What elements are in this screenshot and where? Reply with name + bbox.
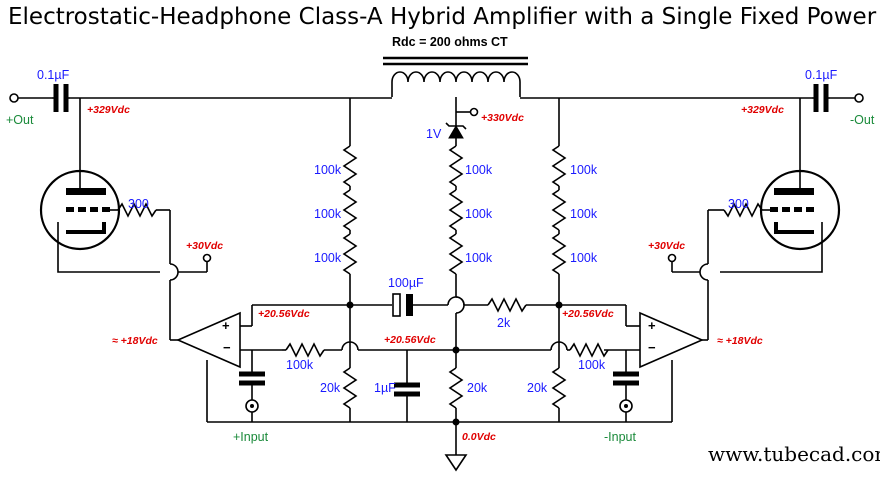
cap-out-left-label: 0.1µF [37,68,70,82]
res-left-chain-2 [342,189,358,231]
cap-out-right-label: 0.1µF [805,68,838,82]
res-bottom-left-label: 20k [320,381,341,395]
res-bottom-center-label: 20k [467,381,488,395]
zener-diode [445,122,467,139]
res-left-chain-1 [342,145,358,187]
res-center-chain-3 [448,233,464,275]
svg-text:+: + [648,318,656,333]
transformer-label: Rdc = 200 ohms CT [392,35,508,49]
res-bottom-center [448,367,464,409]
node-left-voltage: +20.56Vdc [258,308,310,320]
res-center-chain-3-label: 100k [465,251,493,265]
cap-input-left [239,371,265,386]
svg-text:−: − [223,340,231,355]
out-neg-terminal [854,93,864,103]
ground-symbol [444,454,468,472]
opamp-left: + − [175,311,241,369]
res-bottom-right-label: 20k [527,381,548,395]
res-right-chain-2 [551,189,567,231]
res-bottom-right [551,367,567,409]
res-left-chain-2-label: 100k [314,207,342,221]
res-series-mid [487,297,527,313]
res-fb-left-label: 100k [286,358,314,372]
op-out-right-voltage: ≈ +18Vdc [717,335,763,347]
res-left-chain-3-label: 100k [314,251,342,265]
res-fb-right-label: 100k [578,358,606,372]
out-pos-label: +Out [6,113,34,127]
cap-coupling-label: 100µF [388,276,424,290]
cap-input-right [613,371,639,386]
node-center-voltage: +20.56Vdc [384,334,436,346]
input-pos-label: +Input [233,430,269,444]
res-right-chain-3 [551,233,567,275]
res-grid-left-label: 300 [128,197,149,211]
input-neg-label: -Input [604,430,636,444]
res-left-chain-3 [342,233,358,275]
res-right-chain-1-label: 100k [570,163,598,177]
res-center-chain-2-label: 100k [465,207,493,221]
op-out-left-voltage: ≈ +18Vdc [112,335,158,347]
res-center-chain-1-label: 100k [465,163,493,177]
res-left-chain-1-label: 100k [314,163,342,177]
ground-voltage: 0.0Vdc [462,431,496,443]
op-rail-right-voltage: +30Vdc [648,240,685,252]
cap-bypass-label: 1µF [374,381,396,395]
res-center-chain-1 [448,145,464,187]
res-grid-left [117,202,157,218]
plate-right-voltage: +329Vdc [741,104,784,116]
out-pos-terminal [9,93,19,103]
cap-out-right [812,84,830,112]
res-grid-right-label: 300 [728,197,749,211]
op-rail-left-voltage: +30Vdc [186,240,223,252]
plate-left-voltage: +329Vdc [87,104,130,116]
out-neg-label: -Out [850,113,875,127]
res-center-chain-2 [448,189,464,231]
opamp-right: + − [639,311,705,369]
res-bottom-left [342,367,358,409]
cap-coupling [392,293,413,317]
page-title: Electrostatic-Headphone Class-A Hybrid A… [8,4,880,30]
output-transformer: Rdc = 200 ohms CT [383,35,528,97]
website-label: www.tubecad.com [708,442,880,466]
svg-text:−: − [648,340,656,355]
res-right-chain-2-label: 100k [570,207,598,221]
res-fb-right [569,342,609,358]
svg-text:+: + [222,318,230,333]
cap-out-left [52,84,70,112]
zener-label: 1V [426,127,442,141]
supply-voltage: +330Vdc [481,112,524,124]
node-right-voltage: +20.56Vdc [562,308,614,320]
res-series-mid-label: 2k [497,316,511,330]
res-grid-right [723,202,763,218]
cap-bypass [394,382,420,397]
res-right-chain-1 [551,145,567,187]
res-fb-left [285,342,325,358]
res-right-chain-3-label: 100k [570,251,598,265]
